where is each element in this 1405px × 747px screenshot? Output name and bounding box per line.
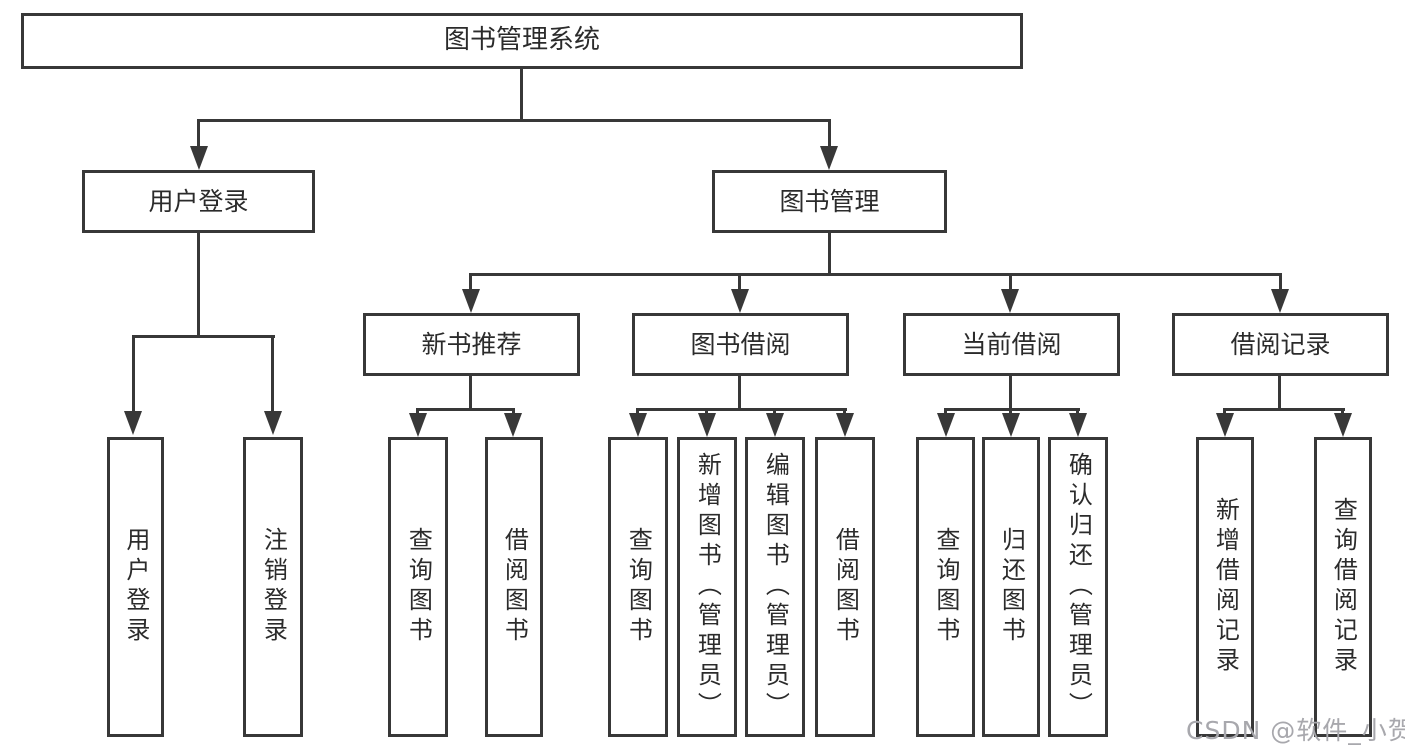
- connector-line: [416, 408, 419, 416]
- node-borrow-records: 借阅记录: [1172, 313, 1389, 376]
- arrowhead-down-icon: [731, 289, 749, 313]
- arrowhead-down-icon: [1216, 413, 1234, 437]
- connector-line: [1223, 408, 1226, 416]
- connector-line: [738, 376, 741, 411]
- arrowhead-down-icon: [1271, 289, 1289, 313]
- node-user-login: 用户登录: [82, 170, 315, 233]
- leaf-query-books-2: 查询图书: [608, 437, 668, 737]
- connector-line: [271, 338, 274, 412]
- node-current-borrowing: 当前借阅: [903, 313, 1120, 376]
- connector-line: [828, 233, 831, 276]
- arrowhead-down-icon: [836, 413, 854, 437]
- connector-line: [197, 233, 200, 337]
- arrowhead-down-icon: [264, 411, 282, 435]
- connector-line: [843, 408, 846, 416]
- arrowhead-down-icon: [1001, 289, 1019, 313]
- node-book-borrowing: 图书借阅: [632, 313, 849, 376]
- leaf-add-borrow-record: 新增借阅记录: [1196, 437, 1254, 737]
- leaf-user-login: 用户登录: [107, 437, 164, 737]
- leaf-logout: 注销登录: [243, 437, 303, 737]
- connector-line: [1009, 376, 1012, 411]
- arrowhead-down-icon: [766, 413, 784, 437]
- connector-line: [469, 273, 1282, 276]
- arrowhead-down-icon: [1334, 413, 1352, 437]
- arrowhead-down-icon: [409, 413, 427, 437]
- connector-line: [132, 335, 275, 338]
- connector-line: [738, 276, 741, 292]
- arrowhead-down-icon: [698, 413, 716, 437]
- connector-line: [512, 408, 515, 416]
- leaf-borrow-books-2: 借阅图书: [815, 437, 875, 737]
- arrowhead-down-icon: [1069, 413, 1087, 437]
- node-book-management: 图书管理: [712, 170, 947, 233]
- connector-line: [636, 408, 847, 411]
- leaf-return-books: 归还图书: [982, 437, 1040, 737]
- connector-line: [1341, 408, 1344, 416]
- leaf-query-books-3: 查询图书: [916, 437, 975, 737]
- arrowhead-down-icon: [1002, 413, 1020, 437]
- arrowhead-down-icon: [629, 413, 647, 437]
- leaf-confirm-return-admin: 确认归还（管理员）: [1048, 437, 1108, 737]
- node-library-system: 图书管理系统: [21, 13, 1023, 69]
- connector-line: [132, 338, 135, 412]
- leaf-edit-books-admin: 编辑图书（管理员）: [745, 437, 805, 737]
- arrowhead-down-icon: [190, 146, 208, 170]
- connector-line: [1009, 408, 1012, 416]
- leaf-borrow-books-1: 借阅图书: [485, 437, 543, 737]
- connector-line: [469, 376, 472, 411]
- connector-line: [1279, 276, 1282, 292]
- arrowhead-down-icon: [462, 289, 480, 313]
- connector-line: [197, 119, 831, 122]
- connector-line: [705, 408, 708, 416]
- leaf-add-books-admin: 新增图书（管理员）: [677, 437, 737, 737]
- connector-line: [469, 276, 472, 292]
- arrowhead-down-icon: [820, 146, 838, 170]
- connector-line: [1278, 376, 1281, 411]
- arrowhead-down-icon: [124, 411, 142, 435]
- connector-line: [1009, 276, 1012, 292]
- arrowhead-down-icon: [937, 413, 955, 437]
- arrowhead-down-icon: [504, 413, 522, 437]
- connector-line: [197, 122, 200, 148]
- connector-line: [520, 69, 523, 122]
- connector-line: [416, 408, 515, 411]
- connector-line: [944, 408, 1080, 411]
- leaf-query-borrow-record: 查询借阅记录: [1314, 437, 1372, 737]
- csdn-watermark: CSDN @软件_小贺同学: [1186, 716, 1405, 745]
- connector-line: [1076, 408, 1079, 416]
- node-new-book-recommend: 新书推荐: [363, 313, 580, 376]
- connector-line: [636, 408, 639, 416]
- connector-line: [944, 408, 947, 416]
- connector-line: [1223, 408, 1345, 411]
- leaf-query-books-1: 查询图书: [388, 437, 448, 737]
- connector-line: [828, 122, 831, 148]
- connector-line: [773, 408, 776, 416]
